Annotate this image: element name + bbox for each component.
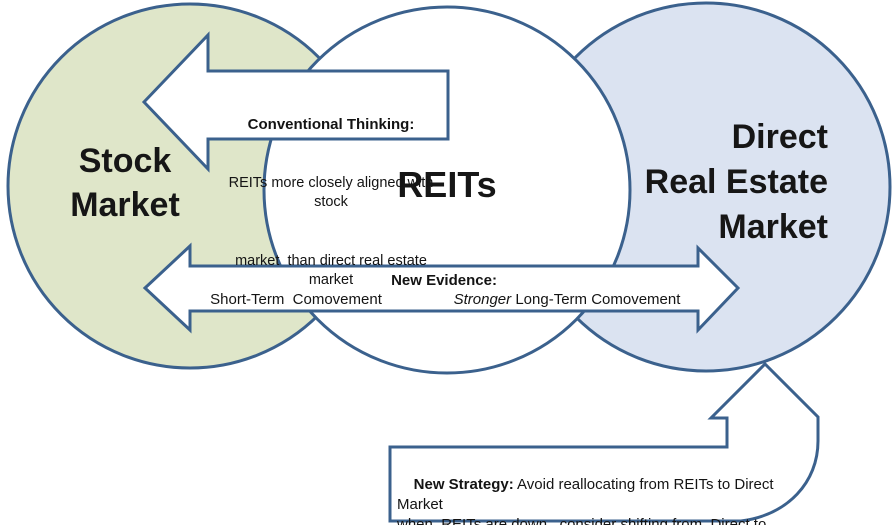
new-strategy-bent-up-arrow-icon <box>388 361 820 523</box>
conventional-thinking-line2: market than direct real estate market <box>235 252 431 289</box>
new-strategy-lead: New Strategy: <box>413 476 514 493</box>
short-term-comovement-label: Short-Term Comovement <box>210 291 382 308</box>
new-strategy-body: Avoid reallocating from REITs to Direct … <box>397 476 774 525</box>
conventional-thinking-text: Conventional Thinking: REITs more closel… <box>211 76 451 330</box>
conventional-thinking-arrow-icon <box>141 31 450 173</box>
stronger-emphasis: Stronger <box>453 291 512 308</box>
new-evidence-double-arrow-icon <box>142 242 741 334</box>
long-term-comovement-rest: Long-Term Comovement <box>511 291 681 308</box>
new-evidence-title: New Evidence: <box>391 272 497 289</box>
reits-label: REITs <box>397 164 497 205</box>
conventional-thinking-line1: REITs more closely aligned with stock <box>228 174 438 211</box>
direct-real-estate-label: Direct Real Estate Market <box>644 118 828 246</box>
long-term-comovement-label: Stronger Long-Term Comovement <box>442 291 692 308</box>
new-strategy-text: New Strategy: Avoid reallocating from RE… <box>397 455 789 525</box>
conventional-thinking-title: Conventional Thinking: <box>247 116 415 133</box>
stock-market-label: Stock Market <box>70 142 180 224</box>
